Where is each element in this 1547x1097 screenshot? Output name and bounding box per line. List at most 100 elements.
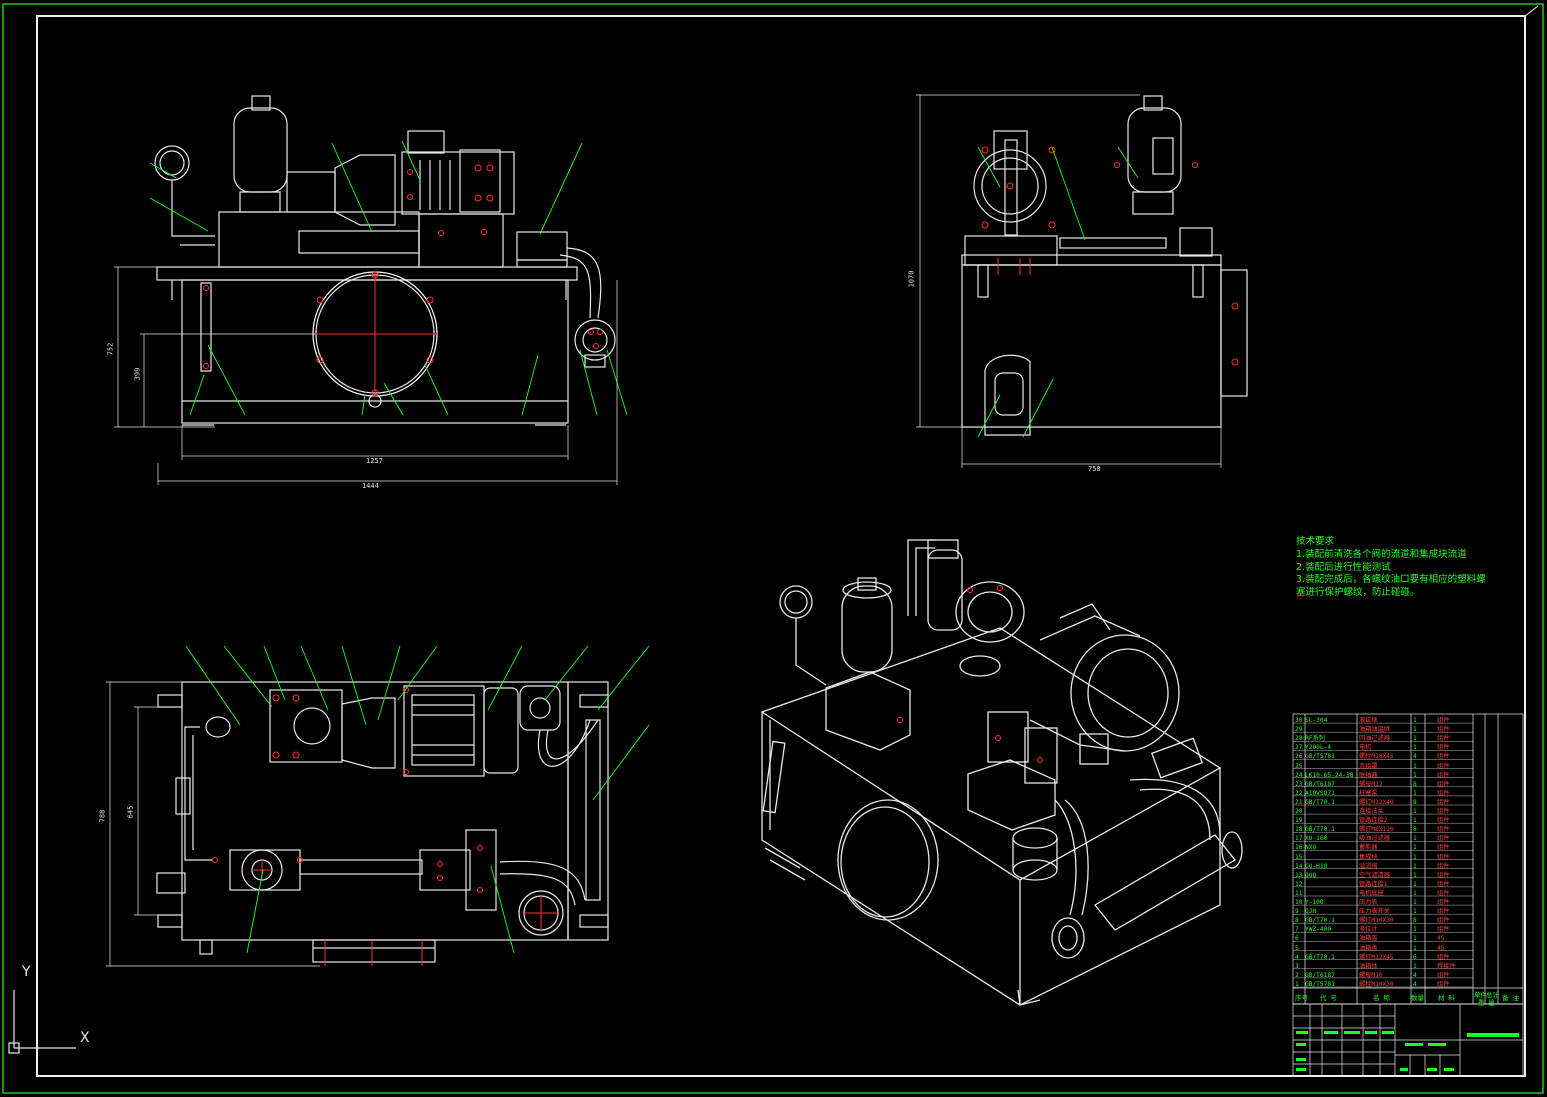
bom-item-material: 组件 [1437, 871, 1450, 879]
bom-item-number: 15 [1295, 853, 1303, 861]
ucs-x-label: X [80, 1030, 90, 1046]
top-view-leaders [185, 645, 650, 954]
bom-item-code: GB/T70.1 [1305, 917, 1335, 925]
bom-item-name: 连接罩 [1359, 762, 1378, 770]
dim-front-height: 752 [106, 342, 115, 356]
bom-item-material: 组件 [1437, 862, 1450, 870]
bom-item-material: 组件 [1437, 798, 1450, 806]
bom-item-material: 组件 [1437, 971, 1450, 979]
bom-item-name: 回油过滤器 [1359, 735, 1390, 743]
bom-item-material: 组件 [1437, 844, 1450, 852]
bom-item-qty: 1 [1413, 808, 1417, 815]
bom-item-name: 吸油过滤器 [1359, 835, 1390, 843]
bom-item-number: 14 [1295, 862, 1303, 870]
bom-item-number: 24 [1295, 771, 1303, 779]
bom-item-qty: 1 [1413, 789, 1417, 797]
bom-header-weight: 重 量 [1478, 999, 1495, 1007]
bom-item-number: 12 [1295, 880, 1303, 888]
bom-item-number: 30 [1295, 717, 1303, 724]
bom-item-code: GB/T6187 [1305, 971, 1335, 979]
bom-item-qty: 1 [1413, 935, 1417, 943]
bom-item-material: 组件 [1437, 835, 1450, 843]
bom-item-number: 28 [1295, 735, 1303, 743]
bom-item-number: 18 [1295, 826, 1303, 834]
dim-front-overall: 1444 [362, 482, 379, 490]
bom-item-name: 螺母M10 [1359, 971, 1383, 979]
side-view-dimensions [916, 94, 1222, 468]
bom-item-number: 20 [1295, 808, 1303, 815]
bom-item-material: 组件 [1437, 908, 1450, 916]
bom-item-material: 组件 [1437, 953, 1450, 961]
bom-item-material: 焊接件 [1437, 962, 1456, 970]
bom-item-qty: 1 [1413, 944, 1417, 952]
bom-item-name: 螺钉M10X30 [1359, 917, 1394, 925]
bom-item-name: 液位计 [1359, 926, 1378, 934]
bom-item-code: YWZ-400 [1305, 926, 1332, 934]
bom-item-number: 27 [1295, 744, 1303, 752]
bom-item-name: 电机 [1359, 744, 1372, 752]
bom-item-name: 电机底座 [1359, 889, 1384, 897]
bom-item-name: 螺栓M10X45 [1359, 753, 1394, 761]
bom-header-mat: 材 料 [1438, 994, 1455, 1002]
dim-top-inner: 645 [126, 805, 135, 819]
bom-item-name: 螺钉M8X120 [1359, 826, 1394, 834]
top-view [156, 681, 609, 963]
bom-item-material: 组件 [1437, 735, 1450, 743]
bom-item-material: 组件 [1437, 980, 1450, 988]
bom-item-name: 压力表开关 [1359, 908, 1390, 916]
bom-item-qty: 1 [1413, 871, 1417, 879]
bom-item-code: GU-H10 [1305, 862, 1328, 870]
bom-item-name: 油箱盖 [1359, 944, 1378, 952]
ucs-icon [8, 990, 76, 1054]
bom-item-qty: 1 [1413, 908, 1417, 916]
bom-item-code: XU-160 [1305, 835, 1328, 843]
bom-item-qty: 1 [1413, 735, 1417, 743]
bom-item-code: GB/T70.1 [1305, 826, 1335, 834]
bom-item-qty: 1 [1413, 880, 1417, 888]
bom-item-name: 压力表 [1359, 899, 1378, 906]
bom-item-code: LK10-65-24-38 [1305, 771, 1354, 779]
bom-item-name: 蓄能器 [1359, 844, 1378, 852]
bom-item-number: 9 [1295, 908, 1299, 916]
bom-item-qty: 1 [1413, 899, 1417, 906]
bom-item-name: 空气滤清器 [1359, 871, 1390, 879]
bom-item-number: 4 [1295, 953, 1299, 961]
tech-req-line-3: 3.装配完成后，各螺纹油口要有相应的塑料螺 [1296, 574, 1486, 586]
bom-item-material: 组件 [1437, 753, 1450, 761]
bom-item-material: 组件 [1437, 826, 1450, 834]
bom-item-code: A10VSO71 [1305, 789, 1335, 797]
bom-item-name: 溢流阀 [1359, 862, 1378, 870]
bom-item-number: 23 [1295, 780, 1303, 788]
bom-item-material: 组件 [1437, 817, 1450, 825]
bom-item-qty: 1 [1413, 962, 1417, 970]
bom-item-qty: 8 [1413, 798, 1417, 806]
bom-header-code: 代 号 [1320, 994, 1337, 1002]
side-view [961, 95, 1248, 436]
bom-item-qty: 1 [1413, 744, 1417, 752]
dim-front-inner: 1257 [366, 457, 383, 465]
bom-item-qty: 1 [1413, 762, 1417, 770]
bom-item-name: 管路连接2 [1359, 817, 1388, 825]
bom-item-material: 组件 [1437, 771, 1450, 779]
technical-requirements: 技术要求 1.装配前清洗各个阀的流道和集成块流道 2.装配后进行性能测试 3.装… [1296, 536, 1516, 600]
bom-item-qty: 8 [1413, 780, 1417, 788]
bom-item-number: 7 [1295, 926, 1299, 934]
bom-item-material: 组件 [1437, 917, 1450, 925]
top-view-dimensions [106, 681, 320, 967]
bom-item-code: Y200L-4 [1305, 744, 1332, 752]
bom-item-name: 螺栓M10X30 [1359, 980, 1394, 988]
